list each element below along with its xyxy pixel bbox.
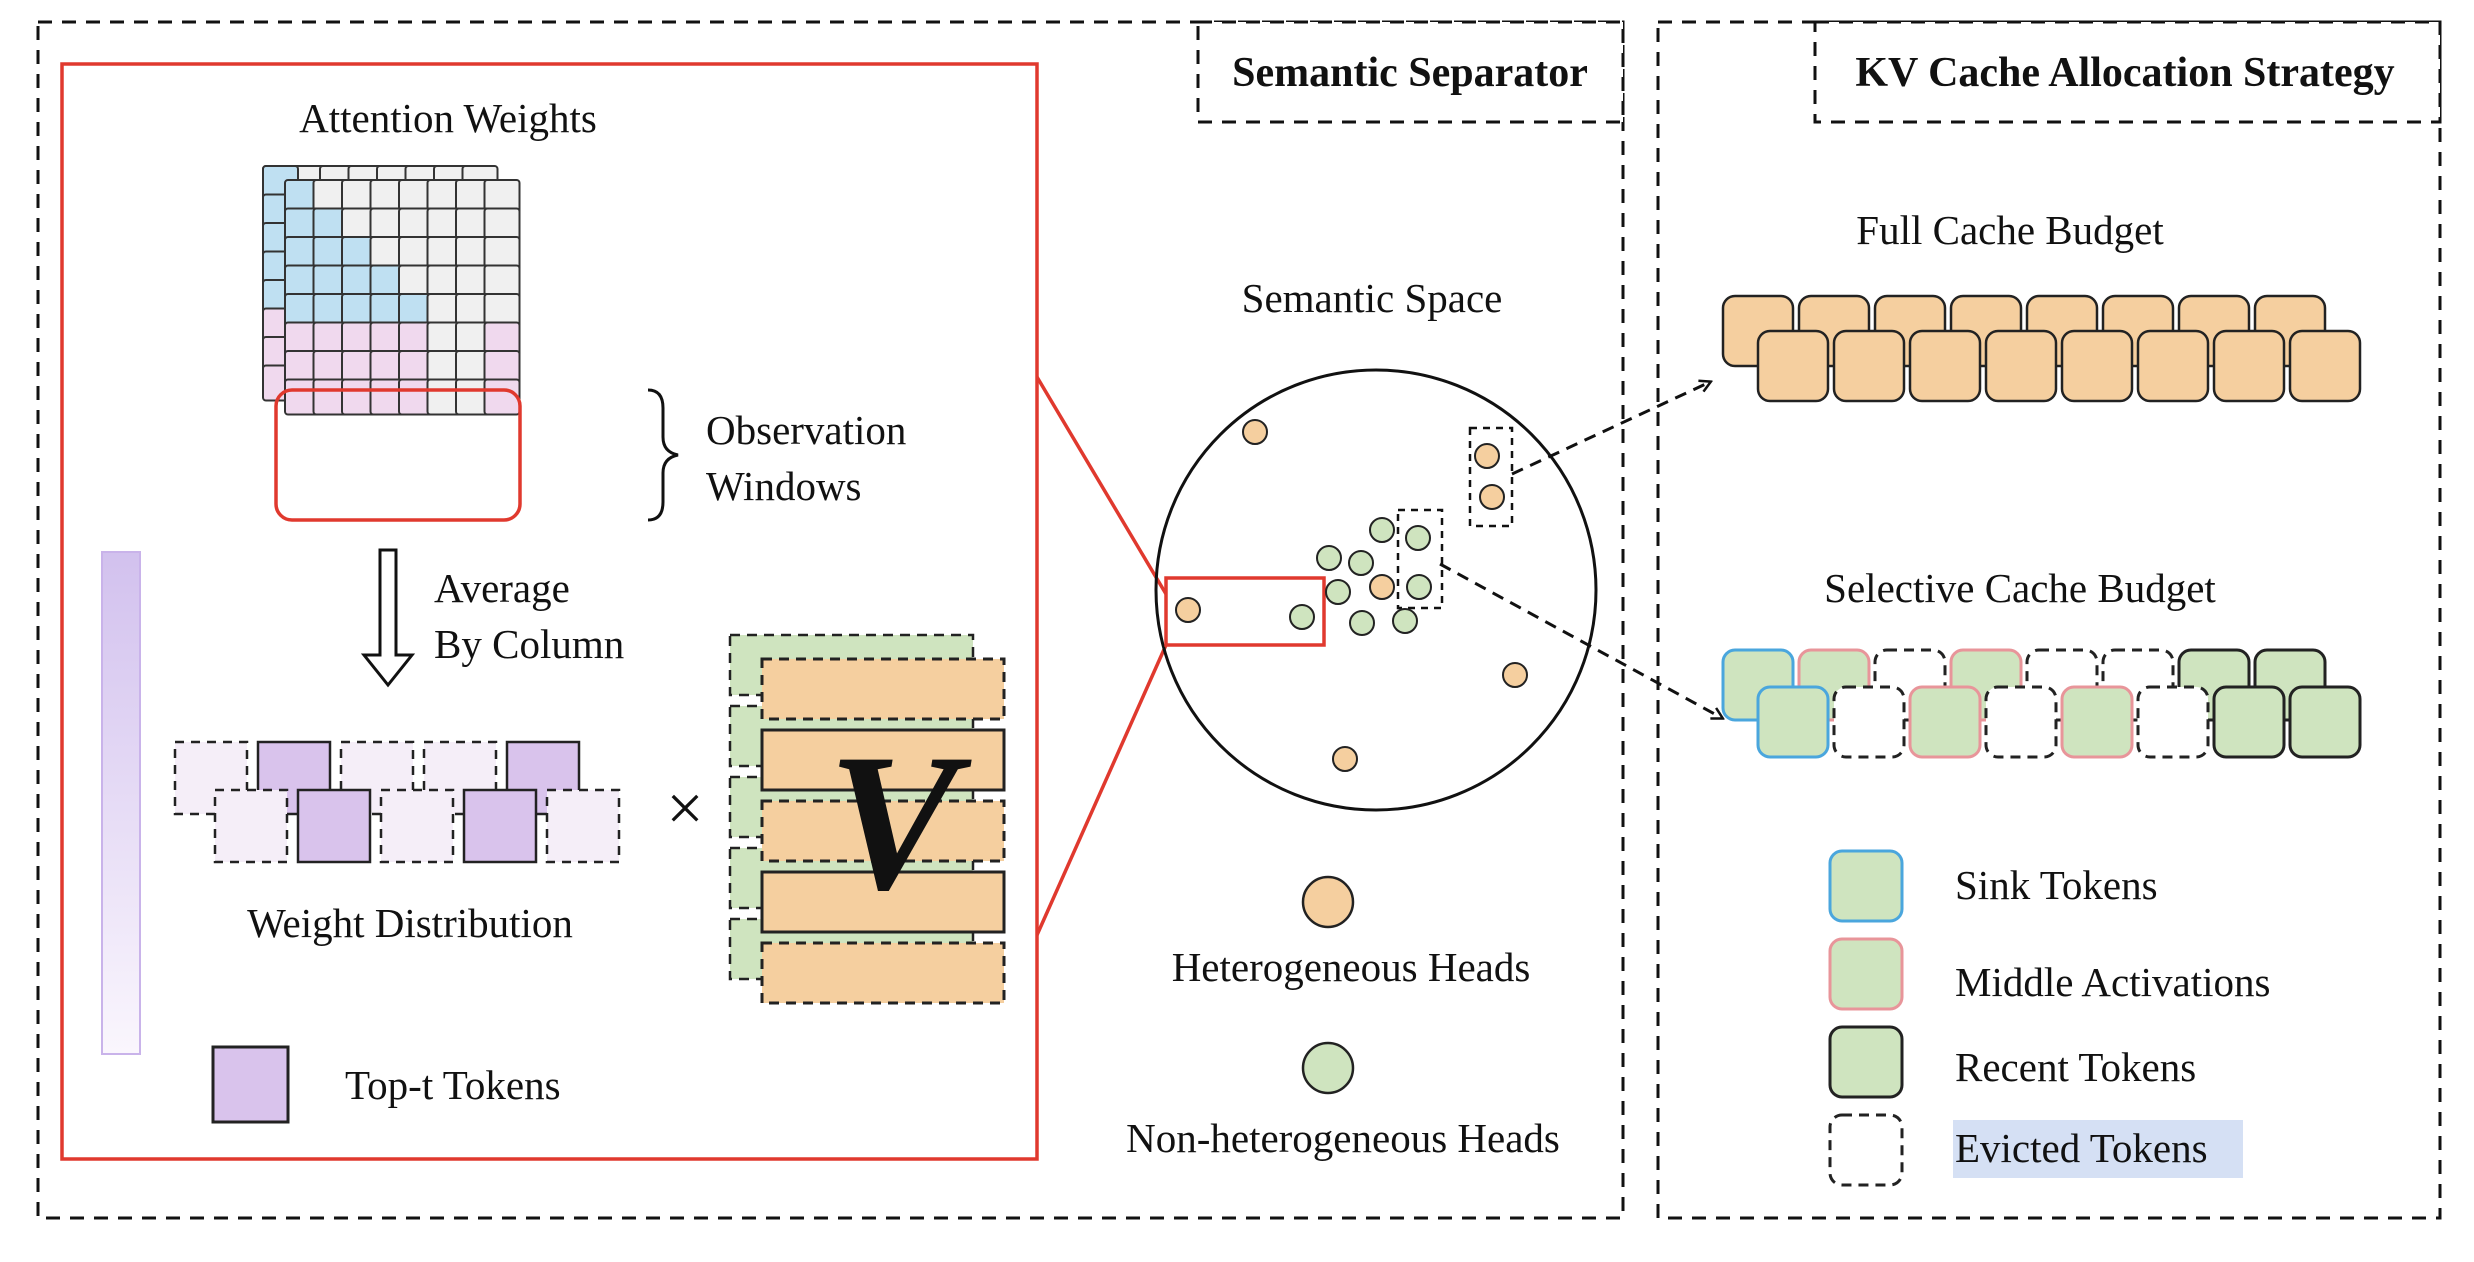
observation-label-line1: Observation [706,407,906,453]
non-heterogeneous-legend-dot [1301,1041,1355,1095]
weight-distribution [173,740,621,864]
heterogeneous-head [1474,443,1500,469]
selective-cache-block [2288,685,2362,759]
value-row [760,870,1006,934]
selective-cache-block [1984,685,2058,759]
zoom-panel [60,62,1039,1161]
attention-matrix [284,179,521,416]
non-heterogeneous-head [1406,574,1432,600]
selected-heads-box [1164,576,1326,647]
heterogeneous-head [1502,662,1528,688]
heterogeneous-head [1242,419,1268,445]
selective-cache-blocks [1721,648,2362,759]
non-heterogeneous-head [1348,550,1374,576]
full-cache-block [2212,329,2286,403]
weight-token [213,788,289,864]
semantic-separator-panel [36,20,1625,1220]
observation-brace [647,388,679,522]
semantic-space-circle [1154,368,1598,812]
kv-allocation-title-box [1813,20,2442,124]
heterogeneous-head [1332,746,1358,772]
selective-cache-block [2212,685,2286,759]
sink-tokens-swatch [1828,849,1904,923]
evicted-tokens-label: Evicted Tokens [1955,1125,2208,1171]
value-row [760,941,1006,1005]
semantic-space-title: Semantic Space [1242,275,1503,321]
full-cache-block [1756,329,1830,403]
non-heterogeneous-head [1325,579,1351,605]
semantic-separator-title: Semantic Separator [1232,50,1588,96]
attention-heads [1175,419,1528,772]
weight-token [462,788,538,864]
full-cache-block [1908,329,1982,403]
selective-cache-budget-label: Selective Cache Budget [1824,565,2216,611]
non-heterogeneous-head [1316,545,1342,571]
full-cache-block [1984,329,2058,403]
times-symbol: × [666,772,703,845]
top-t-legend-swatch [211,1045,290,1124]
selective-cache-block [1832,685,1906,759]
weight-token [379,788,455,864]
top-t-legend-label: Top-t Tokens [345,1062,561,1108]
weight-gradient-bar [101,551,141,1055]
arrow-to-full-cache [1511,382,1710,476]
value-row [760,657,1006,721]
full-cache-block [2288,329,2362,403]
middle-activations-label: Middle Activations [1955,959,2270,1005]
heterogeneous-cluster-box [1468,426,1514,528]
average-label-line1: Average [434,565,570,611]
sink-tokens-label: Sink Tokens [1955,862,2158,908]
mixed-cluster-box [1396,508,1444,610]
evicted-highlight [1953,1120,2243,1178]
selective-cache-block [1908,685,1982,759]
heterogeneous-head [1369,574,1395,600]
non-heterogeneous-head [1289,604,1315,630]
attention-weights-label: Attention Weights [299,95,597,141]
full-cache-block [2060,329,2134,403]
full-cache-blocks [1721,294,2362,403]
weight-token [296,788,372,864]
heterogeneous-head [1175,597,1201,623]
full-cache-block [2136,329,2210,403]
middle-activations-swatch [1828,937,1904,1011]
zoom-line-top [1035,376,1168,595]
arrow-to-selective-cache [1439,562,1722,718]
weight-token [545,788,621,864]
heterogeneous-legend-dot [1301,875,1355,929]
full-cache-budget-label: Full Cache Budget [1856,207,2164,253]
non-heterogeneous-legend-label: Non-heterogeneous Heads [1126,1115,1560,1161]
full-cache-block [1832,329,1906,403]
observation-label-line2: Windows [706,463,862,509]
selective-cache-block [2060,685,2134,759]
selective-cache-block [2136,685,2210,759]
non-heterogeneous-head [1405,525,1431,551]
value-symbol: V [828,714,973,931]
value-matrix-stack [728,633,1006,1005]
weight-distribution-label: Weight Distribution [247,900,573,946]
average-down-arrow [360,548,416,688]
recent-tokens-swatch [1828,1025,1904,1099]
zoom-line-bottom [1035,644,1168,936]
semantic-separator-title-box [1196,20,1625,124]
attention-cell [483,378,521,416]
value-row [760,728,1006,792]
kv-allocation-title: KV Cache Allocation Strategy [1855,50,2394,96]
top-t-selection-box [274,388,522,522]
average-label-line2: By Column [434,621,624,667]
heterogeneous-head [1479,484,1505,510]
non-heterogeneous-head [1349,610,1375,636]
evicted-tokens-swatch [1828,1113,1904,1187]
selective-cache-block [1756,685,1830,759]
value-row [760,799,1006,863]
non-heterogeneous-head [1392,608,1418,634]
non-heterogeneous-head [1369,517,1395,543]
heterogeneous-legend-label: Heterogeneous Heads [1172,944,1531,990]
recent-tokens-label: Recent Tokens [1955,1044,2196,1090]
kv-allocation-panel [1656,20,2442,1220]
